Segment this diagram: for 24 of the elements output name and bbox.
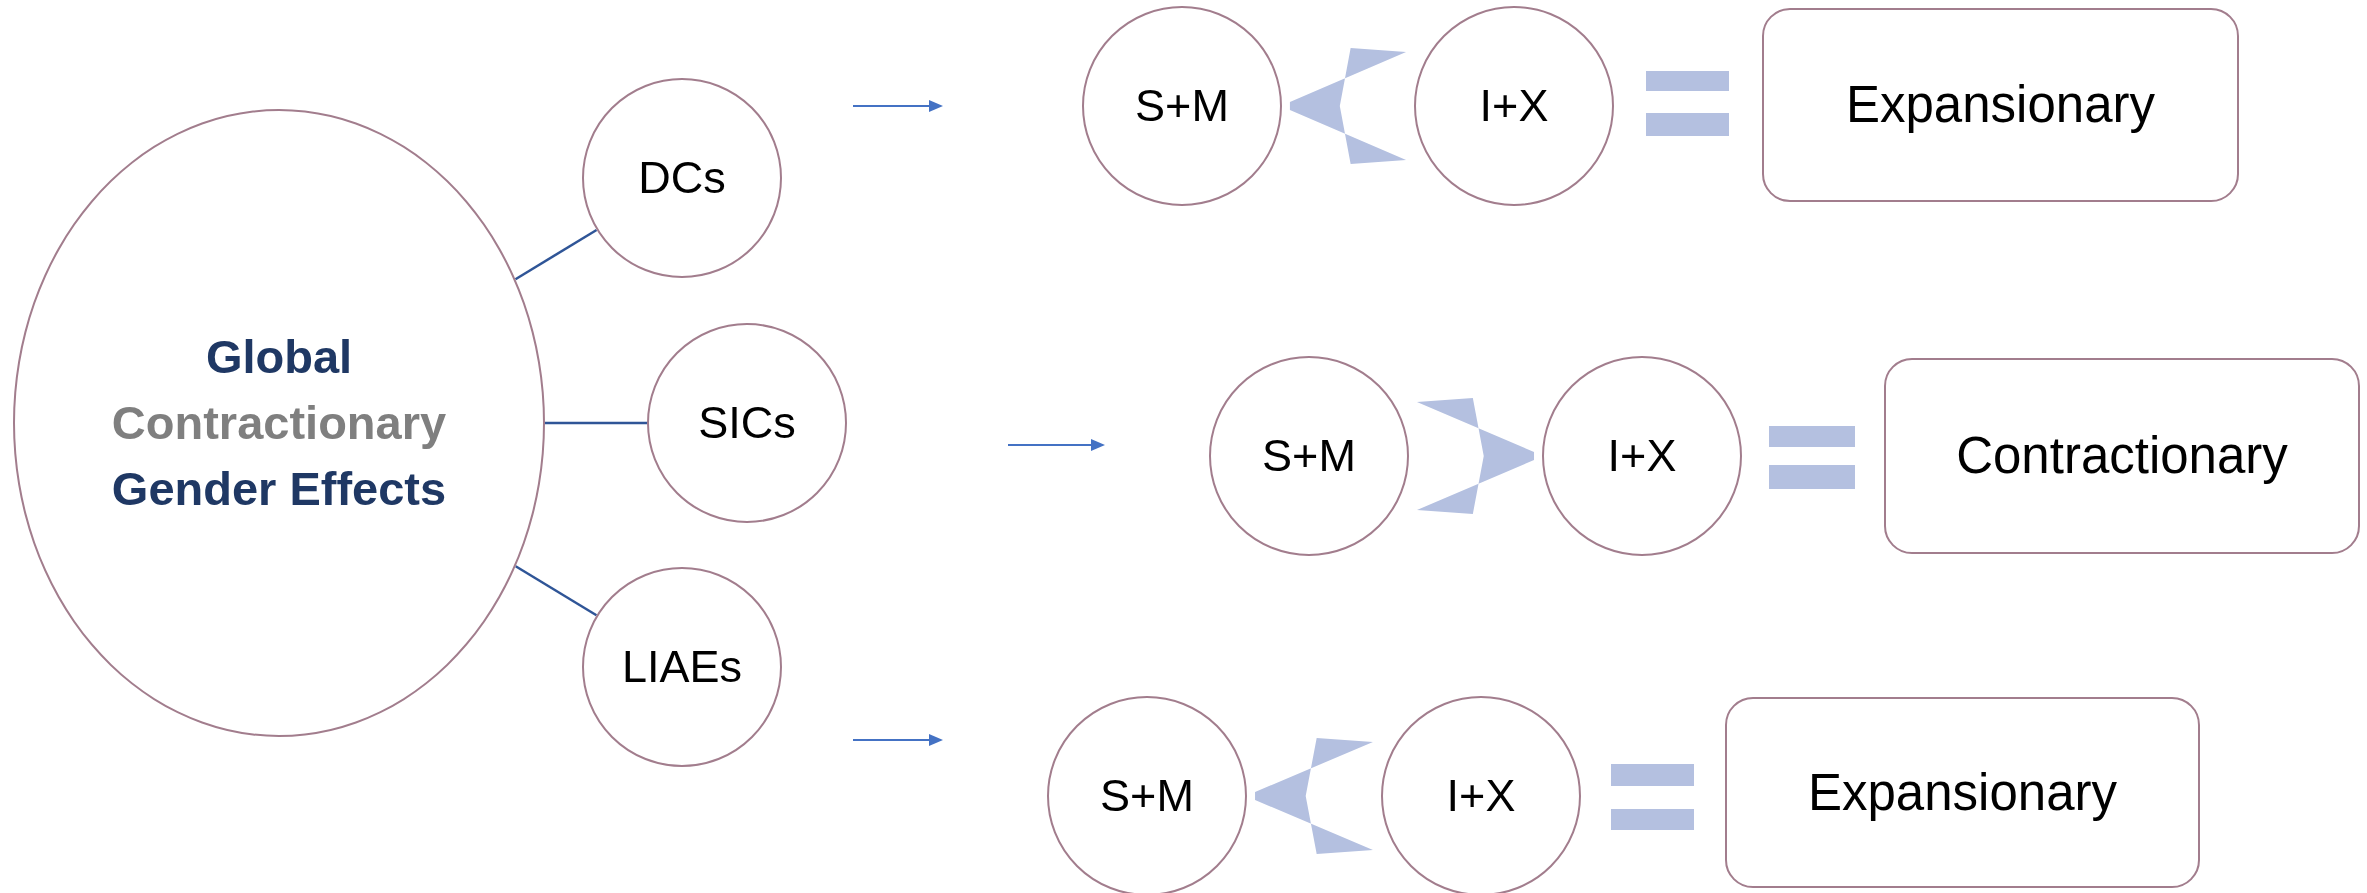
connector-line [514,228,598,281]
node-label: Expansionary [1846,75,2155,136]
node-label: Contractionary [1956,426,2288,487]
node-label: S+M [1262,429,1356,483]
heading-line: Contractionary [111,395,447,452]
node-label: SICs [698,396,796,450]
node-label: LIAEs [621,640,743,694]
connector-line [545,421,647,425]
node-label: S+M [1135,79,1229,133]
result-box [1725,697,2200,888]
chevron-arrow [1255,738,1373,854]
chevron-arrow [1417,398,1534,514]
node-label: I+X [1607,429,1677,483]
node-label: I+X [1479,79,1549,133]
chevron-arrow [1289,48,1407,164]
node-label: Expansionary [1808,762,2117,823]
result-box [1762,8,2239,202]
heading-line: Gender Effects [111,460,447,517]
heading-line: Global [205,329,353,386]
result-box [1884,358,2360,554]
connector-line [515,565,598,617]
node-label: DCs [638,151,726,205]
node-label: I+X [1446,769,1516,823]
node-label: S+M [1100,769,1194,823]
